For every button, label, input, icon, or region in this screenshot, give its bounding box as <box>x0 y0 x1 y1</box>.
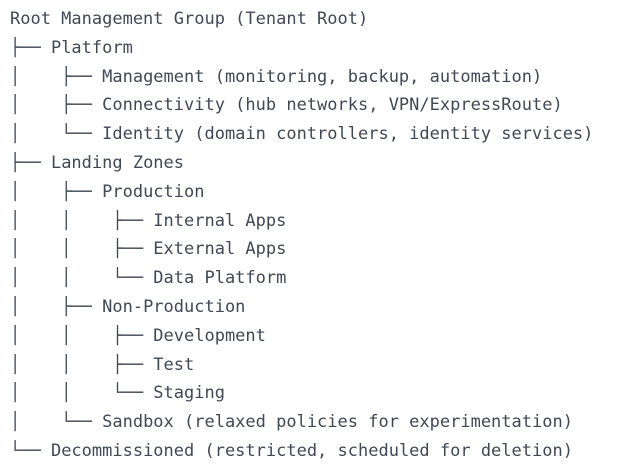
tree-branch-glyphs: │ └── <box>10 412 103 433</box>
tree-node-label: Decommissioned (restricted, scheduled fo… <box>50 440 573 461</box>
tree-branch-glyphs: │ │ └── <box>10 268 154 289</box>
tree-node-label: Internal Apps <box>153 210 287 231</box>
tree-branch-glyphs: │ ├── <box>10 66 103 87</box>
tree-branch-glyphs: ├── <box>10 37 51 58</box>
tree-node-decommissioned: └── Decommissioned (restricted, schedule… <box>10 437 637 466</box>
tree-node-staging: │ │ └── Staging <box>10 379 637 408</box>
tree-node-label: Platform <box>50 37 133 58</box>
tree-node-label: Production <box>102 181 205 202</box>
tree-node-label: Landing Zones <box>50 152 185 173</box>
tree-node-label: Test <box>153 354 195 375</box>
tree-branch-glyphs: │ ├── <box>10 296 103 317</box>
tree-node-identity: │ └── Identity (domain controllers, iden… <box>10 120 637 149</box>
tree-branch-glyphs: │ └── <box>10 124 103 145</box>
tree-node-landing-zones: ├── Landing Zones <box>10 149 637 178</box>
tree-node-external-apps: │ │ ├── External Apps <box>10 235 637 264</box>
tree-branch-glyphs: ├── <box>10 152 51 173</box>
tree-node-internal-apps: │ │ ├── Internal Apps <box>10 207 637 236</box>
tree-node-connectivity: │ ├── Connectivity (hub networks, VPN/Ex… <box>10 91 637 120</box>
tree-branch-glyphs: │ │ ├── <box>10 325 154 346</box>
tree-node-label: Identity (domain controllers, identity s… <box>102 124 594 145</box>
tree-branch-glyphs: └── <box>10 440 51 461</box>
tree-node-non-production: │ ├── Non-Production <box>10 293 637 322</box>
tree-node-label: Development <box>153 325 266 346</box>
tree-node-label: Data Platform <box>153 268 287 289</box>
tree-node-development: │ │ ├── Development <box>10 322 637 351</box>
tree-node-label: Staging <box>153 383 225 404</box>
tree-node-label: Connectivity (hub networks, VPN/ExpressR… <box>102 95 563 116</box>
tree-node-platform: ├── Platform <box>10 34 637 63</box>
tree-branch-glyphs: │ │ ├── <box>10 239 154 260</box>
tree-node-label: Non-Production <box>102 296 246 317</box>
tree-node-test: │ │ ├── Test <box>10 351 637 380</box>
tree-node-root-management-group: Root Management Group (Tenant Root) <box>10 5 637 34</box>
tree-branch-glyphs: │ │ └── <box>10 383 154 404</box>
tree-branch-glyphs: │ │ ├── <box>10 210 154 231</box>
tree-node-label: Sandbox (relaxed policies for experiment… <box>102 412 573 433</box>
tree-node-management: │ ├── Management (monitoring, backup, au… <box>10 63 637 92</box>
tree-node-data-platform: │ │ └── Data Platform <box>10 264 637 293</box>
tree-node-label: External Apps <box>153 239 287 260</box>
tree-node-production: │ ├── Production <box>10 178 637 207</box>
tree-branch-glyphs: │ │ ├── <box>10 354 154 375</box>
tree-branch-glyphs: │ ├── <box>10 95 103 116</box>
tree-node-label: Management (monitoring, backup, automati… <box>102 66 543 87</box>
tree-node-label: Root Management Group (Tenant Root) <box>10 9 369 29</box>
tree-node-sandbox: │ └── Sandbox (relaxed policies for expe… <box>10 408 637 437</box>
tree-branch-glyphs: │ ├── <box>10 181 103 202</box>
